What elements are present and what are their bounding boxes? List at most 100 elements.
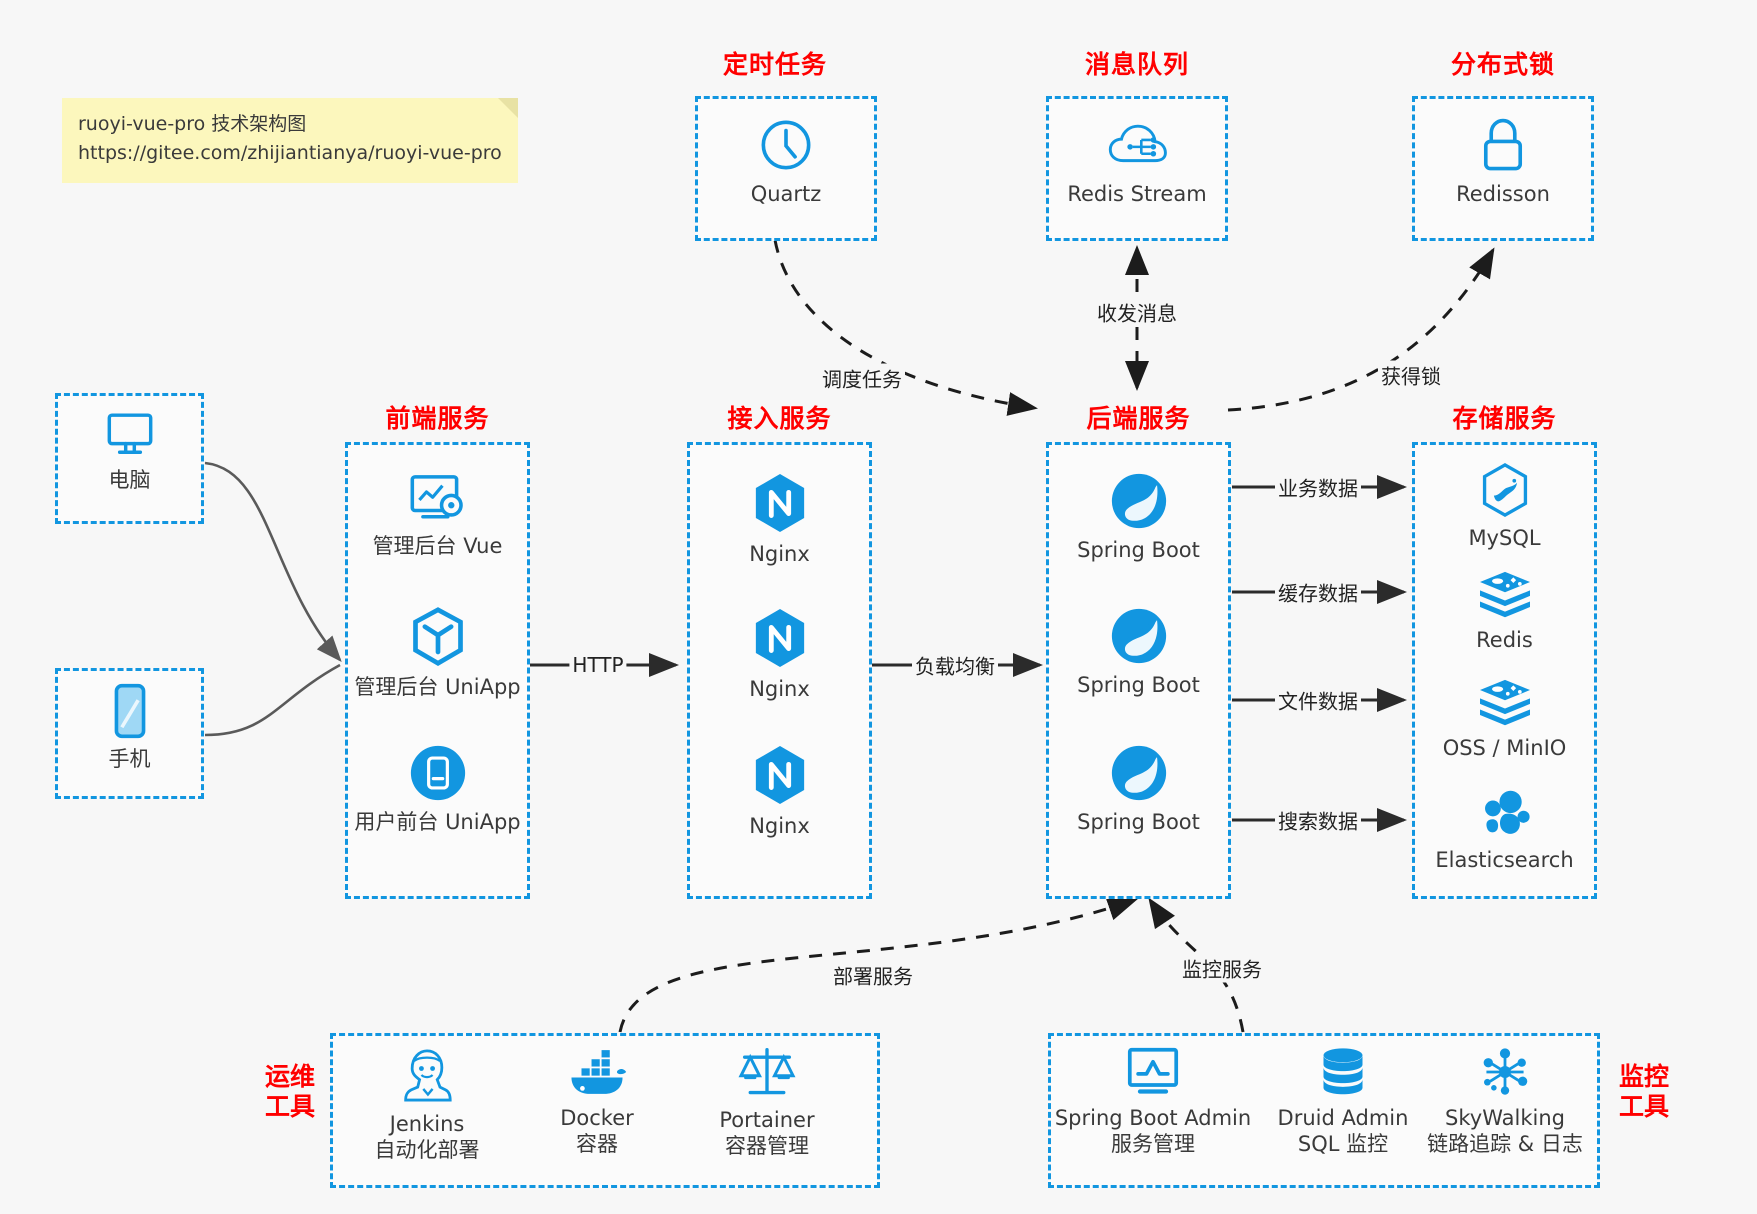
node-label: Spring Boot — [1077, 538, 1200, 562]
spring-boot-icon — [1110, 607, 1168, 665]
lock-icon — [1475, 116, 1531, 174]
node-jenkins[interactable]: Jenkins 自动化部署 — [342, 1046, 512, 1164]
group-title-mq: 消息队列 — [1084, 50, 1189, 79]
skywalking-icon — [1477, 1046, 1533, 1098]
node-label: Spring Boot Admin — [1054, 1106, 1252, 1130]
node-nginx-1[interactable]: Nginx — [687, 472, 872, 567]
note-fold-corner — [498, 98, 518, 118]
node-label: 电脑 — [108, 468, 151, 492]
node-label: Spring Boot — [1077, 810, 1200, 834]
nginx-icon — [752, 472, 808, 534]
group-title-storage: 存储服务 — [1452, 404, 1557, 433]
node-mobile[interactable]: 手机 — [55, 683, 204, 772]
node-nginx-2[interactable]: Nginx — [687, 607, 872, 702]
desktop-icon — [102, 410, 158, 460]
node-label: 手机 — [108, 747, 151, 771]
node-sublabel: 链路追踪 & 日志 — [1427, 1132, 1583, 1157]
node-admin-vue[interactable]: 管理后台 Vue — [345, 472, 530, 559]
node-label: Docker — [560, 1106, 634, 1130]
group-box-mq — [1046, 96, 1228, 241]
scales-icon — [737, 1046, 797, 1100]
node-label: 管理后台 Vue — [372, 534, 503, 558]
node-redisson[interactable]: Redisson — [1412, 116, 1594, 207]
node-label: Redisson — [1456, 182, 1550, 206]
node-nginx-3[interactable]: Nginx — [687, 744, 872, 839]
edge-label-deploy-service: 部署服务 — [830, 960, 916, 990]
node-label: Spring Boot — [1077, 673, 1200, 697]
node-admin-uniapp[interactable]: 管理后台 UniApp — [345, 607, 530, 700]
group-title-gateway: 接入服务 — [727, 404, 832, 433]
minio-icon — [1477, 678, 1533, 728]
redis-icon — [1477, 570, 1533, 620]
mobile-icon — [110, 683, 150, 739]
edge-label-search-data: 搜索数据 — [1275, 805, 1361, 835]
note-line-url: https://gitee.com/zhijiantianya/ruoyi-vu… — [78, 142, 502, 165]
node-desktop[interactable]: 电脑 — [55, 410, 204, 493]
group-title-devops-line2: 工具 — [264, 1092, 315, 1121]
node-label: Nginx — [749, 542, 810, 566]
group-title-devops-line1: 运维 — [264, 1062, 315, 1091]
database-icon — [1317, 1046, 1369, 1098]
node-label: MySQL — [1468, 526, 1541, 550]
nginx-icon — [752, 607, 808, 669]
node-label: Nginx — [749, 814, 810, 838]
group-title-backend: 后端服务 — [1086, 404, 1191, 433]
node-spring-boot-1[interactable]: Spring Boot — [1046, 472, 1231, 563]
node-sublabel: 容器管理 — [725, 1134, 809, 1159]
elasticsearch-icon — [1477, 788, 1533, 840]
node-redis-stream[interactable]: Redis Stream — [1046, 118, 1228, 207]
node-spring-boot-3[interactable]: Spring Boot — [1046, 744, 1231, 835]
group-title-devops: 运维 工具 — [258, 1062, 322, 1122]
node-spring-boot-admin[interactable]: Spring Boot Admin 服务管理 — [1054, 1046, 1252, 1158]
monitor-chart-icon — [1124, 1046, 1182, 1098]
node-label: 用户前台 UniApp — [354, 810, 521, 834]
group-title-monitor-line2: 工具 — [1618, 1092, 1669, 1121]
mobile-round-icon — [409, 744, 467, 802]
docker-icon — [566, 1046, 628, 1098]
clock-icon — [757, 116, 815, 174]
edge-label-acquire-lock: 获得锁 — [1378, 360, 1444, 390]
node-mysql[interactable]: MySQL — [1412, 462, 1597, 551]
group-title-monitor-line1: 监控 — [1618, 1062, 1669, 1091]
node-label: SkyWalking — [1445, 1106, 1565, 1130]
jenkins-icon — [401, 1046, 453, 1104]
edge-label-http: HTTP — [569, 653, 627, 677]
node-sublabel: 服务管理 — [1111, 1132, 1195, 1157]
node-druid-admin[interactable]: Druid Admin SQL 监控 — [1258, 1046, 1428, 1158]
edge-label-monitor-service: 监控服务 — [1179, 953, 1265, 983]
group-title-frontend: 前端服务 — [385, 404, 490, 433]
node-oss-minio[interactable]: OSS / MinIO — [1412, 678, 1597, 761]
spring-boot-icon — [1110, 744, 1168, 802]
note-line-title: ruoyi-vue-pro 技术架构图 — [78, 113, 307, 135]
node-spring-boot-2[interactable]: Spring Boot — [1046, 607, 1231, 698]
edge-label-business-data: 业务数据 — [1275, 472, 1361, 502]
group-title-monitor: 监控 工具 — [1612, 1062, 1676, 1122]
mysql-icon — [1479, 462, 1531, 518]
node-label: 管理后台 UniApp — [354, 675, 521, 699]
node-redis[interactable]: Redis — [1412, 570, 1597, 653]
node-label: Portainer — [719, 1108, 815, 1132]
node-quartz[interactable]: Quartz — [695, 116, 877, 207]
edge-label-cache-data: 缓存数据 — [1275, 577, 1361, 607]
node-skywalking[interactable]: SkyWalking 链路追踪 & 日志 — [1410, 1046, 1600, 1158]
node-label: Jenkins — [389, 1112, 465, 1136]
dashboard-icon — [407, 472, 469, 526]
node-label: OSS / MinIO — [1442, 736, 1567, 760]
edge-label-load-balance: 负载均衡 — [912, 650, 998, 680]
node-label: Druid Admin — [1277, 1106, 1409, 1130]
edge-label-file-data: 文件数据 — [1275, 685, 1361, 715]
nginx-icon — [752, 744, 808, 806]
node-sublabel: 自动化部署 — [374, 1138, 480, 1163]
node-elasticsearch[interactable]: Elasticsearch — [1412, 788, 1597, 873]
spring-boot-icon — [1110, 472, 1168, 530]
node-label: Nginx — [749, 677, 810, 701]
node-sublabel: SQL 监控 — [1297, 1132, 1389, 1157]
node-sublabel: 容器 — [576, 1132, 618, 1157]
node-portainer[interactable]: Portainer 容器管理 — [682, 1046, 852, 1160]
cloud-stream-icon — [1106, 118, 1168, 174]
hexagon-cube-icon — [410, 607, 466, 667]
node-label: Quartz — [750, 182, 822, 206]
node-docker[interactable]: Docker 容器 — [512, 1046, 682, 1158]
node-user-uniapp[interactable]: 用户前台 UniApp — [345, 744, 530, 835]
